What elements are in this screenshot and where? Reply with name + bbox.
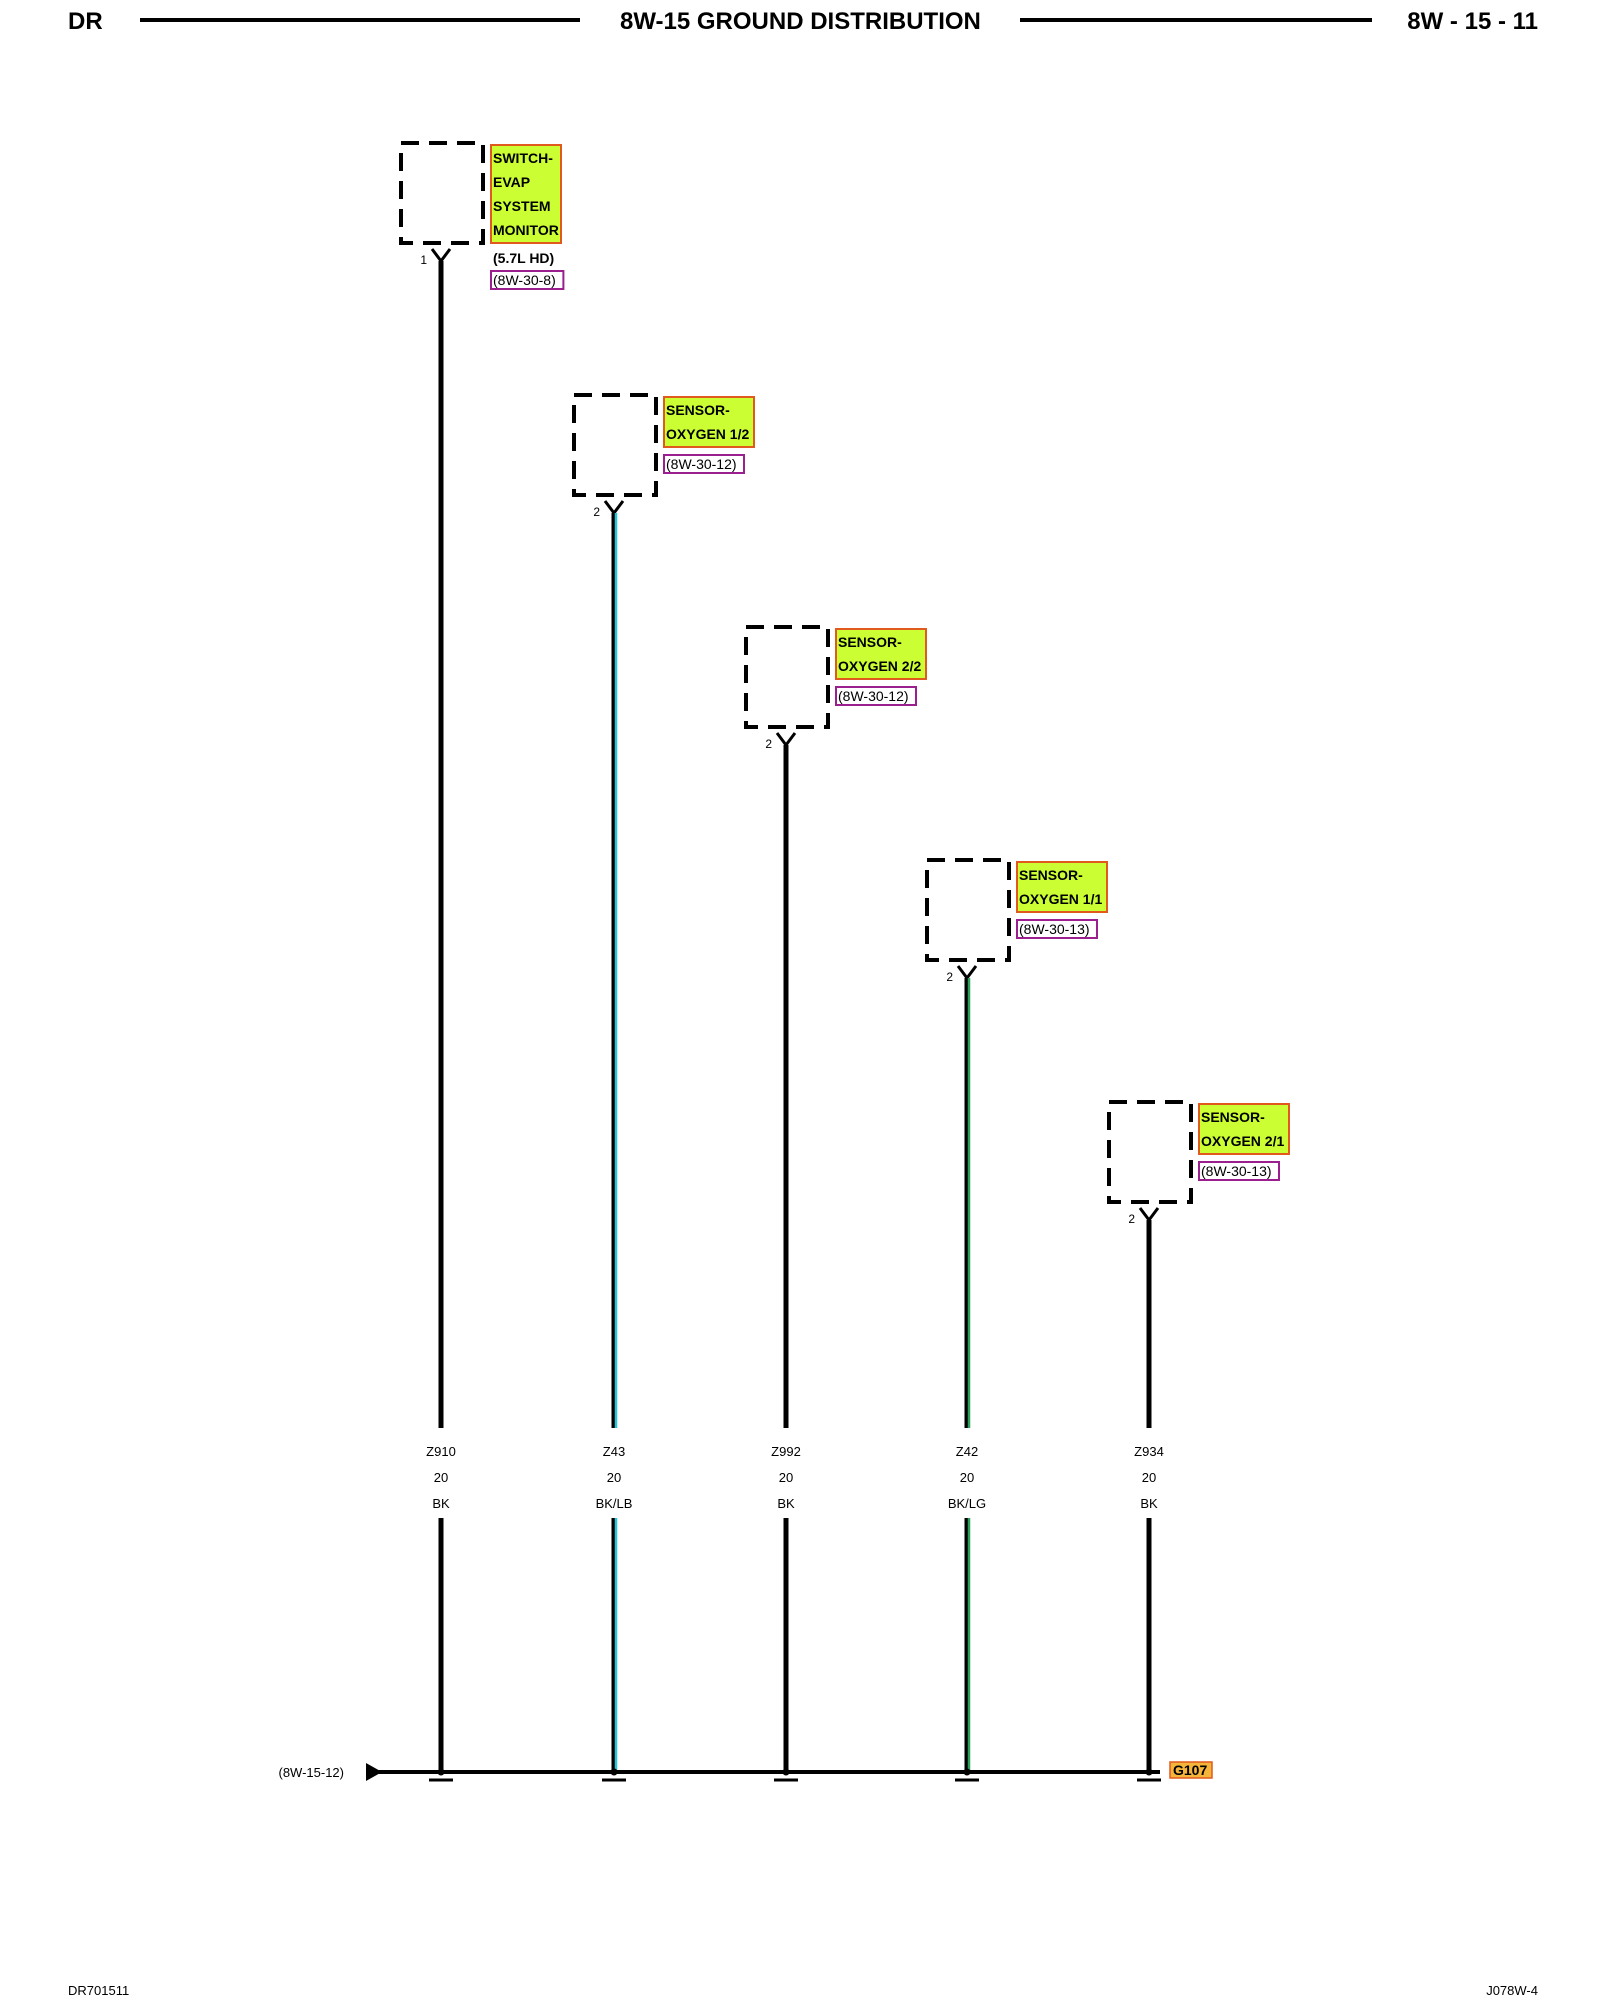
component-label-bg [490,144,562,244]
reference-box [835,686,917,706]
ground-bus: (8W-15-12) G107 [278,1761,1213,1781]
pin-number: 1 [420,253,427,267]
connector-box [925,858,1011,962]
connector-box [744,625,830,729]
component-label-bg [835,628,927,680]
component-name-line: OXYGEN 1/2 [666,426,749,442]
component-name-line: MONITOR [493,222,559,238]
wire-color-code: BK [432,1496,450,1511]
reference-link: (8W-30-8) [493,272,556,288]
component-1: SWITCH- EVAP SYSTEM MONITOR (5.7L HD) (8W-30-… [399,141,565,1782]
circuit-number: Z992 [771,1444,801,1459]
circuit-number: Z43 [603,1444,625,1459]
component-name-line: SYSTEM [493,198,551,214]
connector-box [1107,1100,1193,1204]
wire-gauge: 20 [607,1470,621,1485]
circuit-number: Z910 [426,1444,456,1459]
wire-gauge: 20 [779,1470,793,1485]
pin-symbol [1138,1207,1160,1223]
reference-link: (8W-30-13) [1019,921,1090,937]
ground-label-bg [1169,1761,1213,1779]
page-title: 8W-15 GROUND DISTRIBUTION [620,8,981,35]
wire-color-code: BK/LG [948,1496,986,1511]
pin-symbol [956,965,978,981]
connector-box [572,393,658,497]
pin-symbol [430,248,452,264]
footer-doc-id: DR701511 [68,1983,130,1998]
pin-symbol [775,732,797,748]
component-name-line: OXYGEN 1/1 [1019,891,1102,907]
pin-number: 2 [593,505,600,519]
wire-gauge: 20 [960,1470,974,1485]
pin-symbol [603,500,625,516]
continuation-arrow [366,1763,382,1781]
reference-box [1016,919,1098,939]
component-name-line: SENSOR- [1019,867,1083,883]
ground-label: G107 [1173,1762,1207,1778]
component-name-line: EVAP [493,174,530,190]
wire-color-code: BK/LB [596,1496,633,1511]
component-label-bg [1198,1103,1290,1155]
reference-box [490,270,565,290]
reference-box [1198,1161,1280,1181]
circuit-number: Z934 [1134,1444,1164,1459]
circuit-number: Z42 [956,1444,978,1459]
component-label-bg [1016,861,1108,913]
component-name-line: SWITCH- [493,150,553,166]
wire-color-code: BK [777,1496,795,1511]
header-rule-left [140,18,580,22]
reference-box [663,454,745,474]
header-rule-right [1020,18,1372,22]
component-name-line: OXYGEN 2/2 [838,658,921,674]
pin-number: 2 [765,737,772,751]
wire-gauge: 20 [1142,1470,1156,1485]
wire-color-code: BK [1140,1496,1158,1511]
header-code: DR [68,8,103,35]
reference-link: (8W-30-13) [1201,1163,1272,1179]
footer-ref-id: J078W-4 [1486,1983,1538,1998]
reference-link: (8W-30-12) [838,688,909,704]
component-name-line: OXYGEN 2/1 [1201,1133,1284,1149]
component-name-line: SENSOR- [838,634,902,650]
component-note: (5.7L HD) [493,250,554,266]
reference-link: (8W-30-12) [666,456,737,472]
page-number: 8W - 15 - 11 [1407,8,1538,35]
component-name-line: SENSOR- [666,402,730,418]
component-name-line: SENSOR- [1201,1109,1265,1125]
continuation-ref: (8W-15-12) [278,1765,344,1780]
pin-number: 2 [946,970,953,984]
connector-box [399,141,485,245]
wire-gauge: 20 [434,1470,448,1485]
component-label-bg [663,396,755,448]
pin-number: 2 [1128,1212,1135,1226]
